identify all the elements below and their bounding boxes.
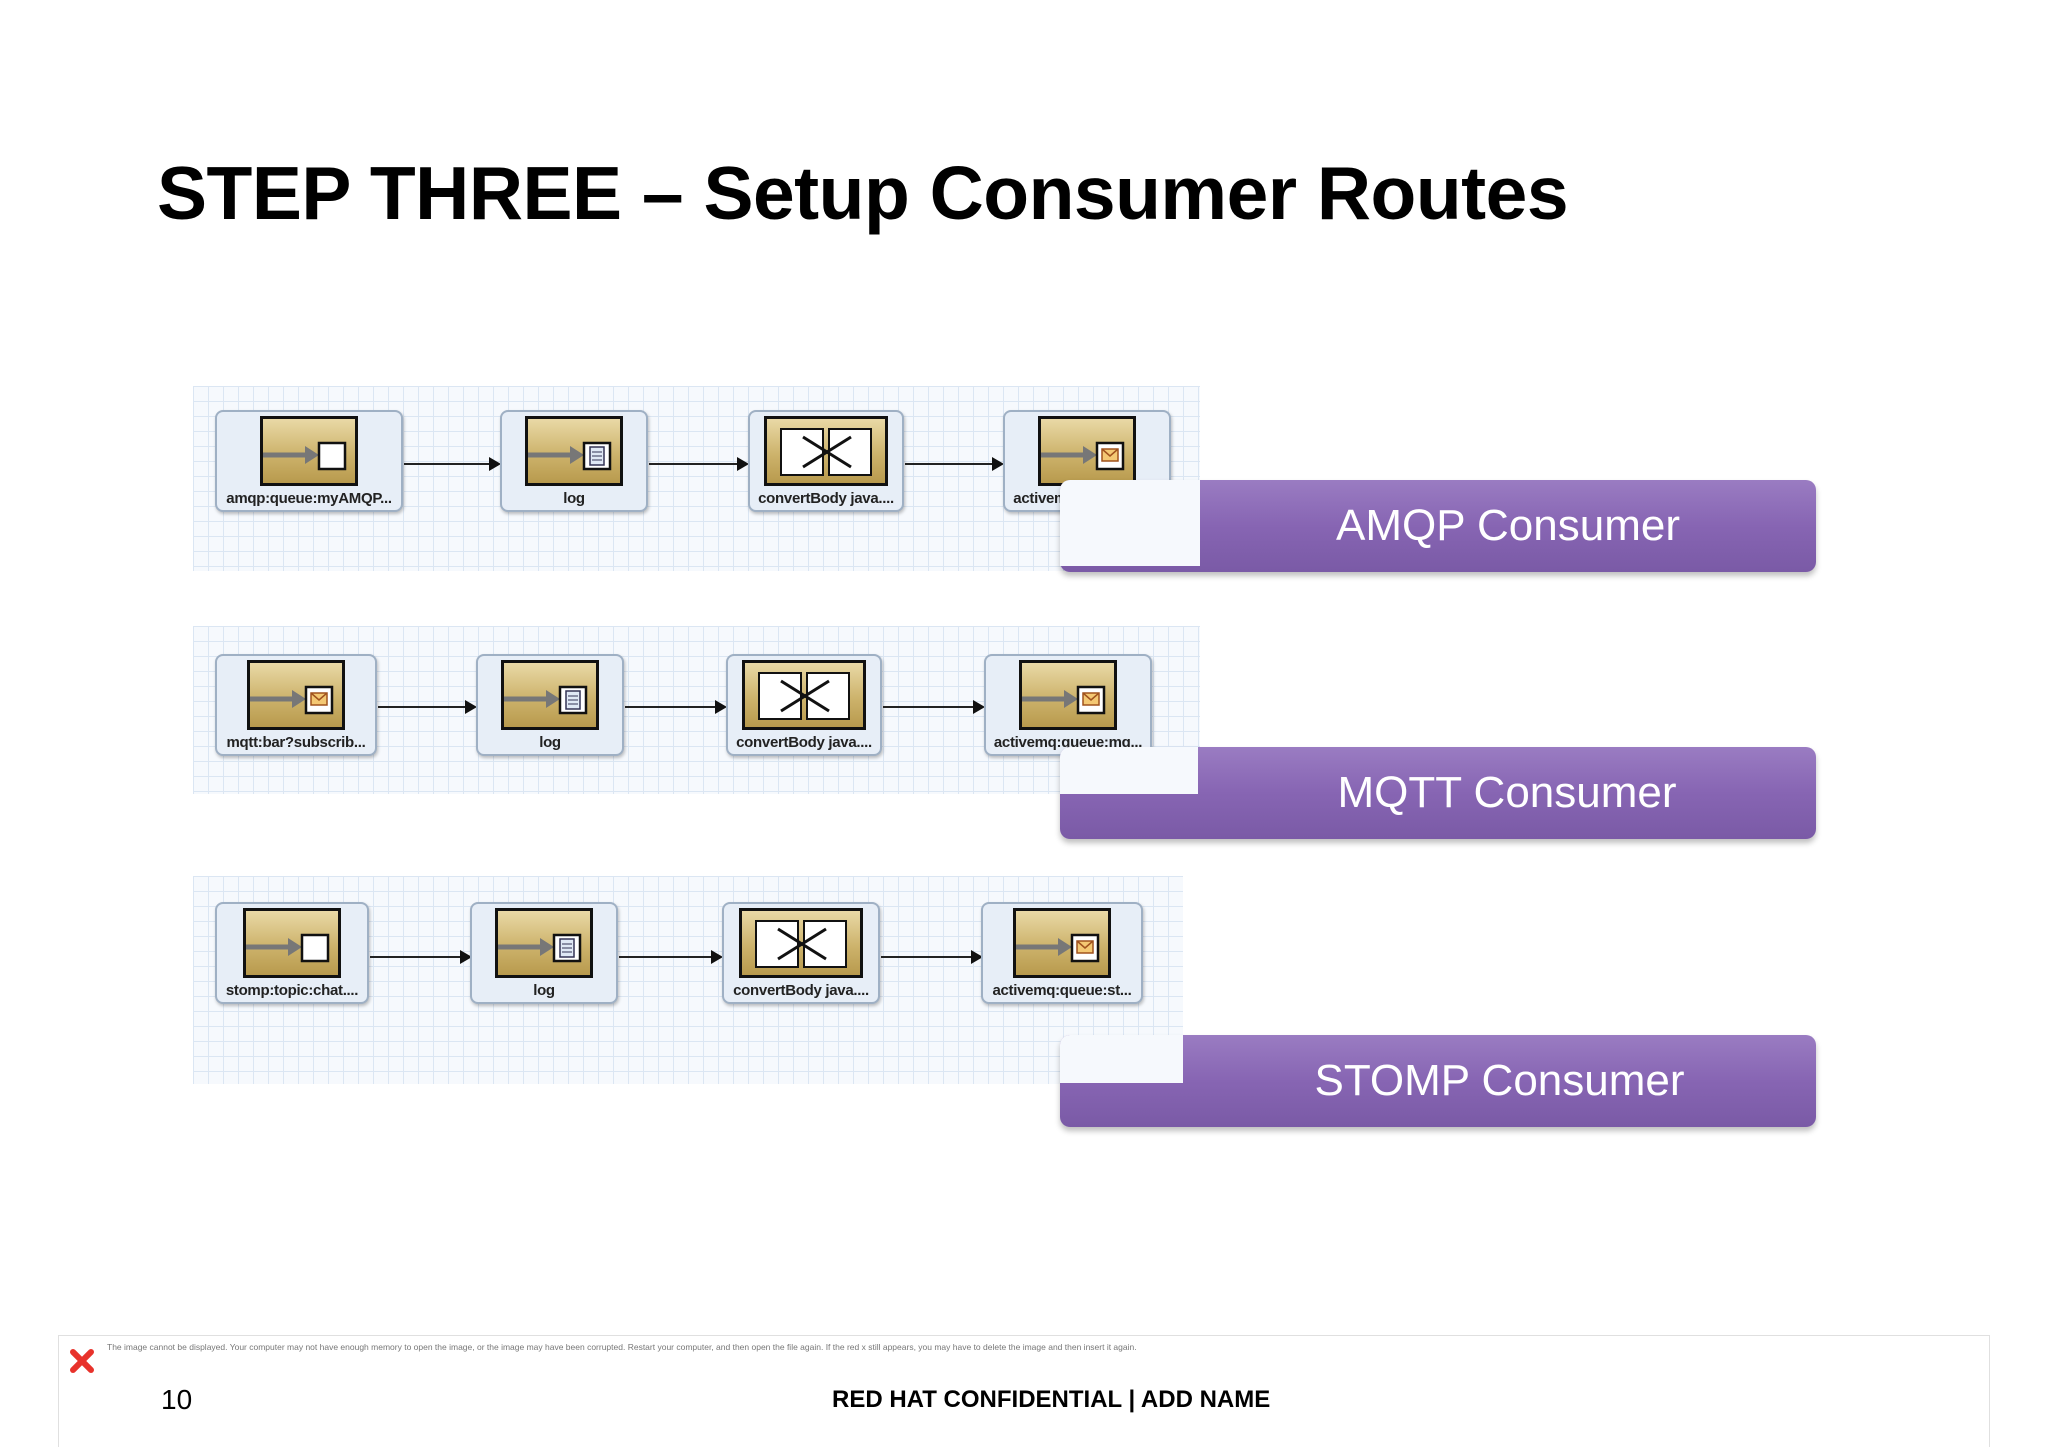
consumer-banner-stomp: STOMP Consumer: [1060, 1035, 1816, 1127]
endpoint-producer-icon: [1038, 416, 1136, 486]
node-caption: mqtt:bar?subscrib...: [226, 734, 366, 751]
route-node: convertBody java....: [726, 654, 882, 756]
route-node: log: [476, 654, 624, 756]
node-caption: amqp:queue:myAMQP...: [226, 490, 392, 507]
slide-footer: The image cannot be displayed. Your comp…: [58, 1335, 1990, 1447]
consumer-banner-amqp: AMQP Consumer: [1060, 480, 1816, 572]
log-icon: [495, 908, 593, 978]
convert-body-icon: [742, 660, 866, 730]
route-node: convertBody java....: [748, 410, 904, 512]
log-icon: [525, 416, 623, 486]
consumer-banner-mqtt: MQTT Consumer: [1060, 747, 1816, 839]
node-caption: activemq:queue:mq...: [993, 734, 1143, 751]
flow-arrow: [625, 700, 727, 714]
banner-label: STOMP Consumer: [1314, 1056, 1685, 1105]
flow-arrow: [370, 950, 472, 964]
endpoint-message-icon: [247, 660, 345, 730]
log-icon: [501, 660, 599, 730]
convert-body-icon: [739, 908, 863, 978]
endpoint-consumer-icon: [243, 908, 341, 978]
node-caption: activemq:queue:st...: [992, 982, 1132, 999]
flow-arrow: [905, 457, 1004, 471]
route-node: mqtt:bar?subscrib...: [215, 654, 377, 756]
banner-label: AMQP Consumer: [1336, 501, 1680, 550]
node-caption: convertBody java....: [733, 982, 869, 999]
flow-arrow: [649, 457, 749, 471]
route-node: stomp:topic:chat....: [215, 902, 369, 1004]
route-node: log: [470, 902, 618, 1004]
route-node: activemq:queue:st...: [981, 902, 1143, 1004]
flow-arrow: [881, 950, 983, 964]
endpoint-consumer-icon: [260, 416, 358, 486]
route-node: convertBody java....: [722, 902, 880, 1004]
broken-image-x-icon: [67, 1346, 97, 1376]
node-caption: convertBody java....: [758, 490, 894, 507]
page-number: 10: [161, 1384, 193, 1415]
banner-label: MQTT Consumer: [1337, 768, 1677, 817]
flow-arrow: [378, 700, 477, 714]
node-caption: convertBody java....: [736, 734, 872, 751]
flow-arrow: [404, 457, 501, 471]
endpoint-producer-icon: [1019, 660, 1117, 730]
confidential-notice: RED HAT CONFIDENTIAL | ADD NAME: [832, 1386, 1271, 1413]
slide-title: STEP THREE – Setup Consumer Routes: [157, 151, 1569, 235]
route-node: amqp:queue:myAMQP...: [215, 410, 403, 512]
route-node: log: [500, 410, 648, 512]
flow-arrow: [883, 700, 985, 714]
node-caption: log: [539, 734, 561, 751]
node-caption: log: [563, 490, 585, 507]
node-caption: log: [533, 982, 555, 999]
convert-body-icon: [764, 416, 888, 486]
route-node: activemq:queue:mq...: [984, 654, 1152, 756]
flow-arrow: [619, 950, 723, 964]
endpoint-producer-icon: [1013, 908, 1111, 978]
broken-image-message: The image cannot be displayed. Your comp…: [107, 1342, 1137, 1352]
node-caption: stomp:topic:chat....: [225, 982, 359, 999]
